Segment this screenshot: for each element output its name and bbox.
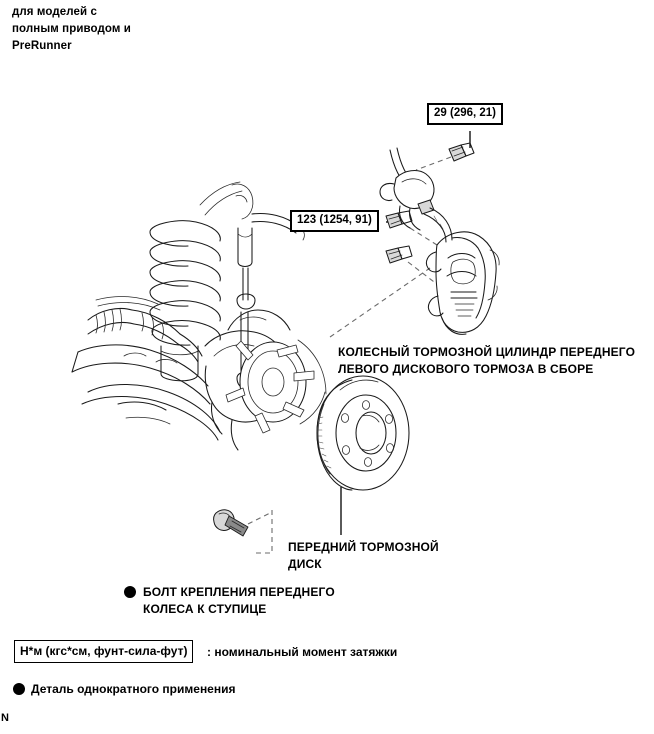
model-applicability-note: для моделей с полным приводом и PreRunne…: [12, 6, 131, 52]
single-use-bullet-icon: [124, 586, 136, 598]
leader-hose-dash: [415, 156, 452, 171]
wheel-hub-bolt: [213, 509, 249, 537]
leader-caliper-bolt-lower: [407, 261, 443, 289]
part-label-brake-disc: ПЕРЕДНИЙ ТОРМОЗНОЙ ДИСК: [288, 540, 439, 571]
callout-caliper-torque: 123 (1254, 91): [290, 210, 379, 232]
brake-caliper-assembly: [425, 231, 500, 335]
coil-spring: [149, 220, 221, 382]
front-suspension-assembly: [71, 181, 327, 451]
page-corner-mark: N: [1, 712, 9, 724]
drive-axle-boot: [87, 307, 203, 363]
leader-bolt-label-vert: [252, 510, 273, 554]
leader-bolt-to-part: [247, 511, 273, 525]
rotor-vanes: [317, 416, 332, 469]
wheel-hub: [225, 340, 315, 434]
leader-caliper-label: [329, 267, 431, 338]
caliper-bolt-lower: [385, 245, 413, 264]
caliper-bolt-upper: [385, 210, 413, 229]
part-label-wheel-bolt: БОЛТ КРЕПЛЕНИЯ ПЕРЕДНЕГО КОЛЕСА К СТУПИЦ…: [143, 585, 335, 616]
steering-knuckle: [204, 309, 291, 451]
shock-absorber: [236, 227, 256, 390]
leader-lines: [247, 131, 471, 554]
wheel-studs: [225, 340, 315, 434]
brake-hose-assembly: [379, 147, 453, 243]
hose-union-bolt: [448, 142, 475, 162]
legend-bullet-icon: [13, 683, 25, 695]
part-label-caliper-assembly: КОЛЕСНЫЙ ТОРМОЗНОЙ ЦИЛИНДР ПЕРЕДНЕГО ЛЕВ…: [338, 345, 636, 376]
front-brake-disc: [316, 375, 410, 491]
rotor-lug-holes: [340, 400, 394, 467]
leader-caliper-bolt-upper: [409, 227, 438, 246]
legend-unit-box: Н*м (кгс*см, фунт-сила-фут): [14, 640, 194, 663]
legend-single-use-text: Деталь однократного применения: [31, 682, 236, 696]
lower-control-arm: [71, 344, 221, 441]
legend-unit-meaning: : номинальный момент затяжки: [207, 645, 398, 659]
callout-hose-torque: 29 (296, 21): [427, 103, 504, 125]
